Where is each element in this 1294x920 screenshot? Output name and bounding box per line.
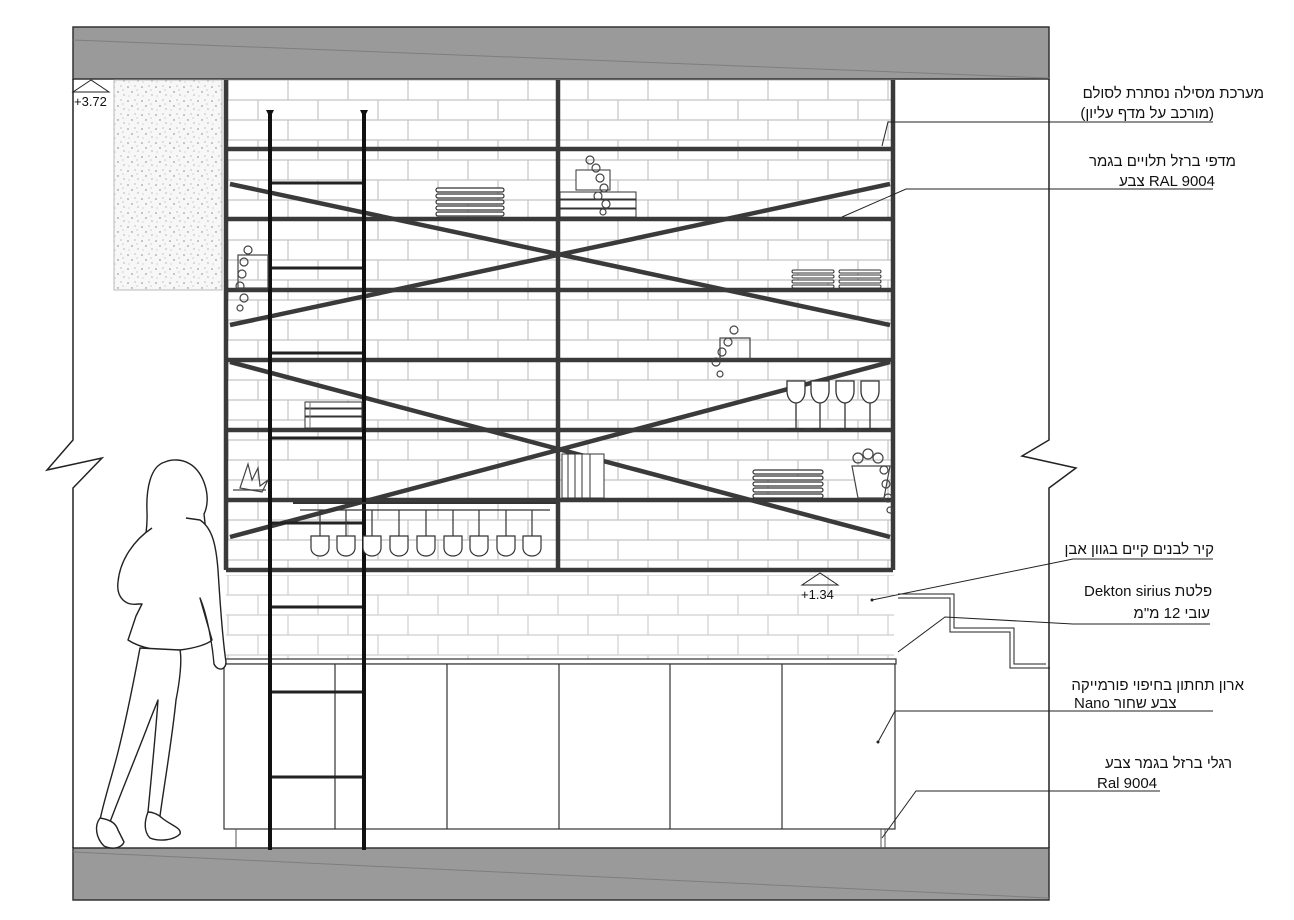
left-wall-break-line (44, 79, 105, 848)
right-wall-break-line (1019, 79, 1078, 848)
hanging-glass-rack (293, 502, 556, 557)
note-counter-line2: עובי 12 מ"מ (1133, 605, 1210, 622)
plant-middle (711, 325, 751, 378)
wine-glasses-upright (786, 380, 880, 430)
brick-wall-backsplash (226, 575, 894, 661)
shelving-frame (223, 80, 896, 573)
level-label-counter: +1.34 (801, 587, 834, 602)
lower-cabinet (223, 663, 896, 830)
leader-dots (870, 598, 880, 744)
plate-stack (791, 269, 882, 289)
leader-lines (841, 121, 1213, 839)
plant-pot-right (851, 448, 894, 514)
floor-slab (72, 847, 1050, 901)
note-legs-line2: Ral 9004 (1097, 775, 1158, 792)
note-cabinet-line1: ארון תחתון בחיפוי פורמייקה (1071, 677, 1244, 694)
ladder (266, 110, 368, 850)
note-wall-line1: קיר לבנים קיים בגוון אבן (1064, 541, 1214, 558)
note-counter-line1: Dekton sirius פלטת (1084, 583, 1213, 600)
note-rail-line1: מערכת מסילה נסתרת לסולם (1082, 85, 1264, 102)
level-label-top: +3.72 (74, 94, 107, 109)
note-rail-line2: (מורכב על מדף עליון) (1080, 105, 1214, 122)
plate-stack (435, 187, 505, 217)
note-cabinet-line2: Nano צבע שחור (1074, 695, 1177, 712)
note-legs-line1: רגלי ברזל בגמר צבע (1105, 755, 1232, 772)
note-shelves-line2: RAL 9004 צבע (1119, 173, 1215, 190)
plant-top (585, 155, 611, 216)
plant-small (233, 461, 269, 493)
concrete-column (113, 79, 223, 291)
book-row (561, 453, 605, 499)
level-marker-top (71, 79, 111, 93)
countertop (223, 658, 897, 665)
plate-stack (752, 469, 824, 499)
person-figure (95, 459, 227, 849)
book-stack (304, 401, 363, 429)
note-shelves-line1: מדפי ברזל תלויים בגמר (1088, 153, 1236, 170)
cabinet-legs (235, 829, 886, 848)
plant-left (235, 245, 269, 312)
level-marker-counter (800, 572, 840, 586)
ceiling-slab (72, 26, 1050, 80)
